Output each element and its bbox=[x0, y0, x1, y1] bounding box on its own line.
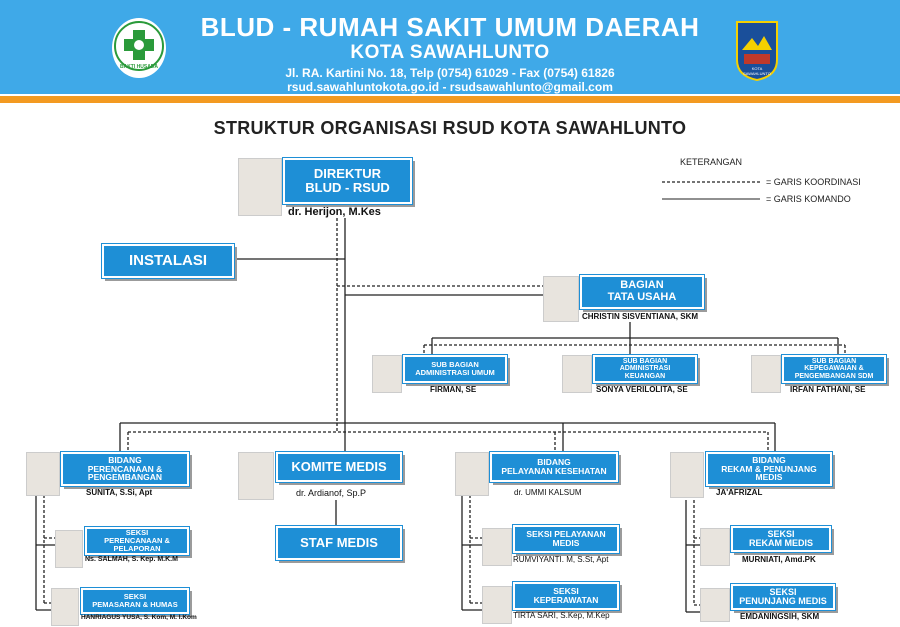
bid-perencanaan-line2: PERENCANAAN & bbox=[87, 463, 163, 474]
sub-keuangan-photo bbox=[562, 355, 592, 393]
bid-rekam-line3: MEDIS bbox=[755, 472, 783, 483]
seksi-penunjang-line2: PENUNJANG MEDIS bbox=[739, 596, 827, 606]
header-orange-stripe bbox=[0, 96, 900, 103]
bid-rekam-line2: REKAM & PENUNJANG bbox=[721, 463, 817, 474]
legend-title: KETERANGAN bbox=[680, 157, 743, 167]
seksi-rekam-box: SEKSI REKAM MEDIS bbox=[730, 525, 832, 553]
bid-perencanaan-photo bbox=[26, 452, 60, 496]
direktur-name: dr. Herijon, M.Kes bbox=[288, 206, 381, 218]
header-address: Jl. RA. Kartini No. 18, Telp (0754) 6102… bbox=[285, 66, 615, 80]
seksi-pemasaran-photo bbox=[51, 588, 79, 626]
seksi-perencanaan-line1: SEKSI bbox=[125, 528, 149, 538]
komite-name: dr. Ardianof, Sp.P bbox=[296, 488, 367, 498]
sub-kepegawaian-line3: PENGEMBANGAN SDM bbox=[794, 372, 874, 380]
direktur-line2: BLUD - RSUD bbox=[305, 180, 390, 195]
page-title: STRUKTUR ORGANISASI RSUD KOTA SAWAHLUNTO bbox=[213, 118, 687, 138]
header-contact: rsud.sawahluntokota.go.id - rsudsawahlun… bbox=[287, 80, 613, 94]
bid-perencanaan-box: BIDANG PERENCANAAN & PENGEMBANGAN bbox=[60, 451, 190, 487]
seksi-pemasaran-line1: SEKSI bbox=[123, 592, 147, 602]
header-divider bbox=[0, 94, 900, 96]
komite-box: KOMITE MEDIS bbox=[275, 451, 403, 483]
bid-rekam-line1: BIDANG bbox=[752, 454, 786, 465]
sub-umum-line2: ADMINISTRASI UMUM bbox=[415, 368, 495, 377]
sub-kepegawaian-line2: KEPEGAWAIAN & bbox=[804, 365, 864, 373]
sub-kepegawaian-photo bbox=[751, 355, 781, 393]
seksi-pemasaran-name: HANRIAGUS YUSA, S. Kom, M. I.Kom bbox=[81, 614, 197, 621]
sub-keuangan-line1: SUB BAGIAN bbox=[622, 357, 668, 365]
seksi-pemasaran-line2: PEMASARAN & HUMAS bbox=[92, 600, 178, 609]
sub-umum-line1: SUB BAGIAN bbox=[431, 360, 479, 370]
komite-photo bbox=[238, 452, 274, 500]
legend-command: = GARIS KOMANDO bbox=[766, 194, 851, 204]
seksi-penunjang-photo bbox=[700, 588, 730, 622]
sub-keuangan-name: SONYA VERILOLITA, SE bbox=[596, 385, 688, 394]
logo-right-text: KOTA SAWAHLUNTO bbox=[743, 66, 771, 76]
sub-umum-box: SUB BAGIAN ADMINISTRASI UMUM bbox=[402, 354, 508, 384]
header-subtitle: KOTA SAWAHLUNTO bbox=[350, 42, 550, 63]
sub-keuangan-line2: ADMINISTRASI bbox=[619, 365, 671, 373]
bid-pelayanan-line2: PELAYANAN KESEHATAN bbox=[501, 466, 607, 476]
tata-usaha-box: BAGIAN TATA USAHA bbox=[579, 274, 705, 310]
bid-pelayanan-line1: BIDANG bbox=[537, 457, 571, 468]
seksi-keperawatan-box: SEKSI KEPERAWATAN bbox=[512, 581, 620, 611]
bid-pelayanan-photo bbox=[455, 452, 489, 496]
tata-usaha-line1: BAGIAN bbox=[620, 279, 664, 292]
legend-coord: = GARIS KOORDINASI bbox=[766, 177, 861, 187]
instalasi-label: INSTALASI bbox=[128, 252, 208, 270]
sub-kepegawaian-line1: SUB BAGIAN bbox=[811, 357, 857, 365]
bid-pelayanan-box: BIDANG PELAYANAN KESEHATAN bbox=[489, 451, 619, 483]
tata-usaha-photo bbox=[543, 276, 579, 322]
seksi-penunjang-line1: SEKSI bbox=[769, 586, 797, 597]
instalasi-box: INSTALASI bbox=[101, 243, 235, 279]
seksi-pemasaran-box: SEKSI PEMASARAN & HUMAS bbox=[80, 587, 190, 615]
seksi-rekam-line2: REKAM MEDIS bbox=[748, 538, 813, 548]
sub-umum-photo bbox=[372, 355, 402, 393]
tata-usaha-name: CHRISTIN SISVENTIANA, SKM bbox=[582, 312, 699, 321]
sub-keuangan-box: SUB BAGIAN ADMINISTRASI KEUANGAN bbox=[592, 354, 698, 384]
bid-perencanaan-line3: PENGEMBANGAN bbox=[87, 472, 163, 483]
tata-usaha-line2: TATA USAHA bbox=[607, 291, 677, 303]
seksi-keperawatan-line2: KEPERAWATAN bbox=[533, 595, 599, 605]
komite-label: KOMITE MEDIS bbox=[291, 459, 387, 475]
staf-medis-box: STAF MEDIS bbox=[275, 525, 403, 561]
seksi-rekam-line1: SEKSI bbox=[767, 528, 795, 539]
seksi-penunjang-name: EMDANINGSIH, SKM bbox=[740, 612, 820, 621]
seksi-keperawatan-name: TIRTA SARI, S.Kep, M.Kep bbox=[513, 611, 610, 620]
seksi-perencanaan-box: SEKSI PERENCANAAN & PELAPORAN bbox=[84, 526, 190, 556]
seksi-pelayanan-photo bbox=[482, 528, 512, 566]
seksi-rekam-photo bbox=[700, 528, 730, 566]
sub-umum-name: FIRMAN, SE bbox=[430, 385, 477, 394]
seksi-penunjang-box: SEKSI PENUNJANG MEDIS bbox=[730, 583, 836, 611]
seksi-rekam-name: MURNIATI, Amd.PK bbox=[742, 555, 816, 564]
sawahlunto-emblem-icon: KOTA SAWAHLUNTO bbox=[734, 20, 780, 82]
bid-rekam-box: BIDANG REKAM & PENUNJANG MEDIS bbox=[705, 451, 833, 487]
seksi-perencanaan-line3: PELAPORAN bbox=[113, 543, 161, 553]
seksi-pelayanan-name: RUMVIYANTI. M, S.St, Apt bbox=[513, 555, 609, 564]
seksi-pelayanan-box: SEKSI PELAYANAN MEDIS bbox=[512, 524, 620, 554]
seksi-pelayanan-line1: SEKSI PELAYANAN bbox=[526, 529, 606, 540]
logo-left-text: BAKTI HUSADA bbox=[119, 64, 159, 70]
staf-medis-label: STAF MEDIS bbox=[300, 535, 378, 551]
sub-kepegawaian-box: SUB BAGIAN KEPEGAWAIAN & PENGEMBANGAN SD… bbox=[781, 354, 887, 384]
bid-perencanaan-name: SUNITA, S.Si, Apt bbox=[86, 488, 153, 497]
direktur-line1: DIREKTUR bbox=[313, 166, 382, 182]
header-title: BLUD - RUMAH SAKIT UMUM DAERAH bbox=[200, 12, 700, 42]
direktur-box: DIREKTUR BLUD - RSUD bbox=[282, 157, 413, 205]
seksi-keperawatan-line1: SEKSI bbox=[553, 586, 579, 597]
bakti-husada-logo-icon: BAKTI HUSADA bbox=[112, 18, 166, 78]
sub-kepegawaian-name: IRFAN FATHANI, SE bbox=[790, 385, 866, 394]
bid-rekam-photo bbox=[670, 452, 704, 498]
seksi-perencanaan-line2: PERENCANAAN & bbox=[104, 536, 170, 546]
direktur-photo bbox=[238, 158, 282, 216]
sub-keuangan-line3: KEUANGAN bbox=[624, 372, 666, 380]
bid-perencanaan-line1: BIDANG bbox=[108, 454, 142, 465]
seksi-pelayanan-line2: MEDIS bbox=[552, 538, 580, 548]
bid-rekam-name: JA'AFRIZAL bbox=[716, 488, 763, 497]
seksi-perencanaan-name: Ns. SALMAH, S. Kep. M.K.M bbox=[85, 556, 178, 563]
bid-pelayanan-name: dr. UMMI KALSUM bbox=[514, 488, 582, 497]
seksi-keperawatan-photo bbox=[482, 586, 512, 624]
seksi-perencanaan-photo bbox=[55, 530, 83, 568]
